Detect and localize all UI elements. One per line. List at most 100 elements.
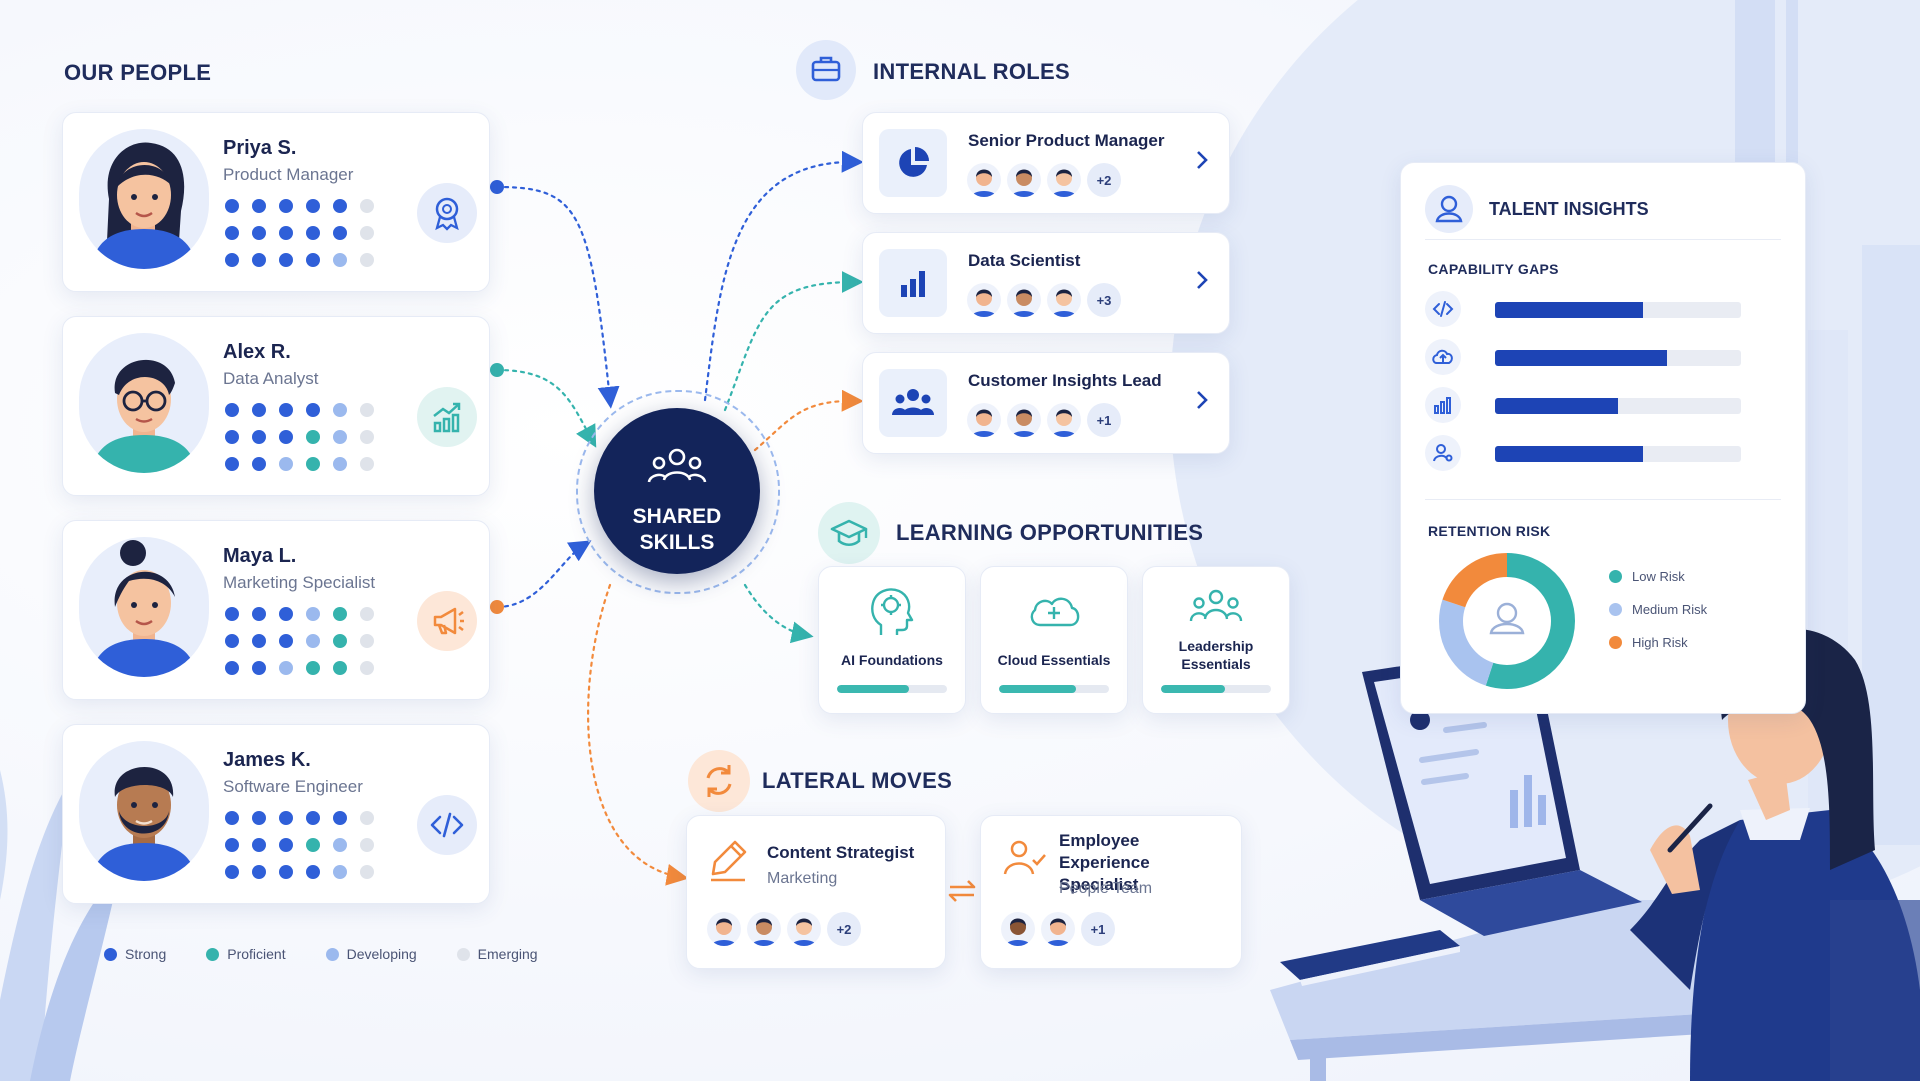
user-icon [1489,602,1525,635]
chevron-right-icon[interactable] [1195,269,1209,291]
person-card-alex[interactable]: Alex R. Data Analyst [62,316,490,496]
learning-card-ai-foundations[interactable]: AI Foundations [818,566,966,714]
hub-line2: SKILLS [639,531,715,554]
chevron-right-icon[interactable] [1195,389,1209,411]
avatar [967,163,1001,197]
skill-dot [225,811,239,825]
skill-dot [306,661,320,675]
bar-chart-icon [1425,387,1461,423]
lateral-team: People Team [1059,880,1153,897]
skill-dot [225,634,239,648]
skill-dot [225,661,239,675]
lateral-card-employee-experience[interactable]: Employee Experience Specialist People Te… [980,815,1242,969]
avatar [967,403,1001,437]
gap-row [1425,435,1765,471]
person-card-maya[interactable]: Maya L. Marketing Specialist [62,520,490,700]
internal-roles-title: INTERNAL ROLES [873,59,1070,84]
skill-dot [252,199,266,213]
people-group-icon [647,448,707,483]
avatar [1001,912,1035,946]
skill-dot [360,403,374,417]
person-role: Product Manager [223,165,354,184]
legend-developing: Developing [325,946,417,962]
avatar [1047,283,1081,317]
skill-dot [360,865,374,879]
role-card-senior-product-manager[interactable]: Senior Product Manager +2 [862,112,1230,214]
skill-dot [279,226,293,240]
person-role: Software Engineer [223,777,363,796]
skill-dot [252,634,266,648]
skill-dot [306,457,320,471]
retention-donut-chart [1439,553,1575,689]
person-card-priya[interactable]: Priya S. Product Manager [62,112,490,292]
person-name: Priya S. [223,137,297,159]
lateral-avatars: +2 [707,912,861,946]
person-card-james[interactable]: James K. Software Engineer [62,724,490,904]
skill-dot [360,661,374,675]
skill-dot [333,430,347,444]
more-count-badge: +1 [1087,403,1121,437]
lateral-card-content-strategist[interactable]: Content Strategist Marketing +2 [686,815,946,969]
avatar [1007,403,1041,437]
lateral-name: Employee Experience Specialist [1059,831,1150,894]
skill-dot [252,253,266,267]
skill-dot [279,865,293,879]
more-count-badge: +3 [1087,283,1121,317]
skill-dot [252,838,266,852]
skill-dot [279,661,293,675]
donut-slice-2 [1439,553,1575,689]
megaphone-icon [417,591,477,651]
more-count-badge: +2 [827,912,861,946]
avatar [1041,912,1075,946]
skill-dot [279,811,293,825]
skill-dot [252,430,266,444]
talent-insights-panel: TALENT INSIGHTS CAPABILITY GAPS RETENTIO… [1400,162,1806,714]
skill-dot [279,199,293,213]
role-name: Senior Product Manager [968,131,1165,150]
legend-proficient: Proficient [206,946,286,962]
skill-dot [252,661,266,675]
skill-dot [306,865,320,879]
skill-dot [225,865,239,879]
person-role: Marketing Specialist [223,573,376,592]
skill-dot [333,199,347,213]
skill-dot [279,253,293,267]
avatar [79,129,209,269]
lateral-moves-title: LATERAL MOVES [762,768,953,793]
learning-card-leadership-essentials[interactable]: Leadership Essentials [1142,566,1290,714]
avatar [79,537,209,677]
skill-dot [225,403,239,417]
skill-dot [225,838,239,852]
skill-dot [360,838,374,852]
learning-card-cloud-essentials[interactable]: Cloud Essentials [980,566,1128,714]
skill-dot [306,199,320,213]
donut-slice-1 [1439,553,1575,689]
skill-dot [333,838,347,852]
skill-dot [252,403,266,417]
avatar [787,912,821,946]
skill-dot [279,430,293,444]
risk-low: Low Risk [1609,569,1707,584]
award-icon [417,183,477,243]
skill-dot [333,253,347,267]
lateral-name: Content Strategist [767,843,915,862]
insights-title: TALENT INSIGHTS [1489,199,1649,219]
skill-dot [360,199,374,213]
skill-dot [252,811,266,825]
skill-dot [279,607,293,621]
role-card-customer-insights-lead[interactable]: Customer Insights Lead +1 [862,352,1230,454]
skill-dot [360,811,374,825]
skill-dot [333,403,347,417]
leadership-group-icon [1189,589,1243,622]
learning-progress [837,685,947,693]
chevron-right-icon[interactable] [1195,149,1209,171]
shared-skills-hub[interactable]: SHARED SKILLS [594,408,760,574]
hub-ring [576,390,780,594]
avatar [1007,283,1041,317]
avatar [79,333,209,473]
refresh-icon [688,750,750,812]
role-card-data-scientist[interactable]: Data Scientist +3 [862,232,1230,334]
cloud-upload-icon [1425,339,1461,375]
skill-dot [279,457,293,471]
